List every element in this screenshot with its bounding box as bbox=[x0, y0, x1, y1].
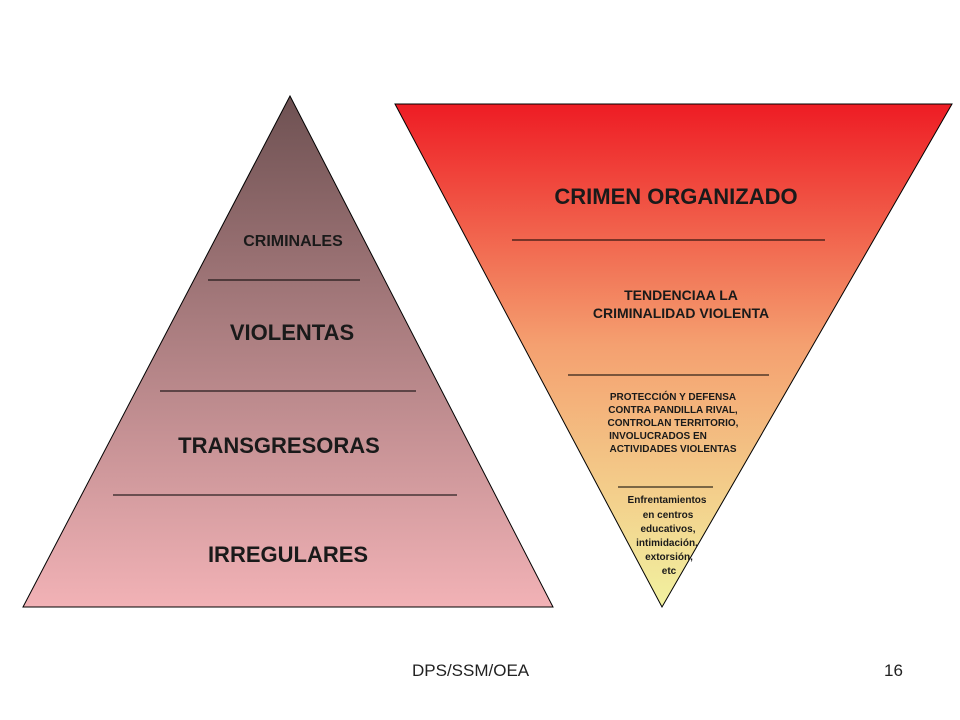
gang-pyramid: CRIMINALES VIOLENTAS TRANSGRESORAS IRREG… bbox=[22, 94, 554, 608]
tier3-line-5: extorsión, bbox=[645, 552, 693, 563]
tier2-line-5: ACTIVIDADES VIOLENTAS bbox=[609, 444, 736, 455]
inverted-triangle bbox=[394, 103, 953, 609]
slide-page-number: 16 bbox=[884, 661, 903, 680]
level-label-violentas: VIOLENTAS bbox=[230, 320, 354, 345]
tier1-line-2: CRIMINALIDAD VIOLENTA bbox=[593, 305, 769, 321]
level-label-irregulares: IRREGULARES bbox=[208, 542, 368, 567]
tier1-line-1: TENDENCIAA LA bbox=[624, 287, 738, 303]
pyramid-triangle bbox=[22, 94, 554, 608]
organized-crime-triangle: CRIMEN ORGANIZADO TENDENCIAA LA CRIMINAL… bbox=[394, 103, 953, 609]
level-label-transgresoras: TRANSGRESORAS bbox=[178, 433, 380, 458]
footer-source-label: DPS/SSM/OEA bbox=[412, 661, 530, 680]
tier2-line-3: CONTROLAN TERRITORIO, bbox=[608, 418, 739, 429]
tier3-line-2: en centros bbox=[643, 510, 694, 521]
tier3-line-1: Enfrentamientos bbox=[628, 495, 707, 506]
level-label-criminales: CRIMINALES bbox=[243, 233, 343, 250]
tier3-line-4: intimidación, bbox=[636, 538, 698, 549]
tier3-line-6: etc bbox=[662, 566, 677, 577]
crimen-organizado-title: CRIMEN ORGANIZADO bbox=[554, 184, 797, 209]
tier2-line-1: PROTECCIÓN Y DEFENSA bbox=[610, 390, 736, 403]
tier2-line-2: CONTRA PANDILLA RIVAL, bbox=[608, 405, 738, 416]
tier2-line-4: INVOLUCRADOS EN bbox=[609, 431, 707, 442]
tier3-line-3: educativos, bbox=[640, 524, 695, 535]
